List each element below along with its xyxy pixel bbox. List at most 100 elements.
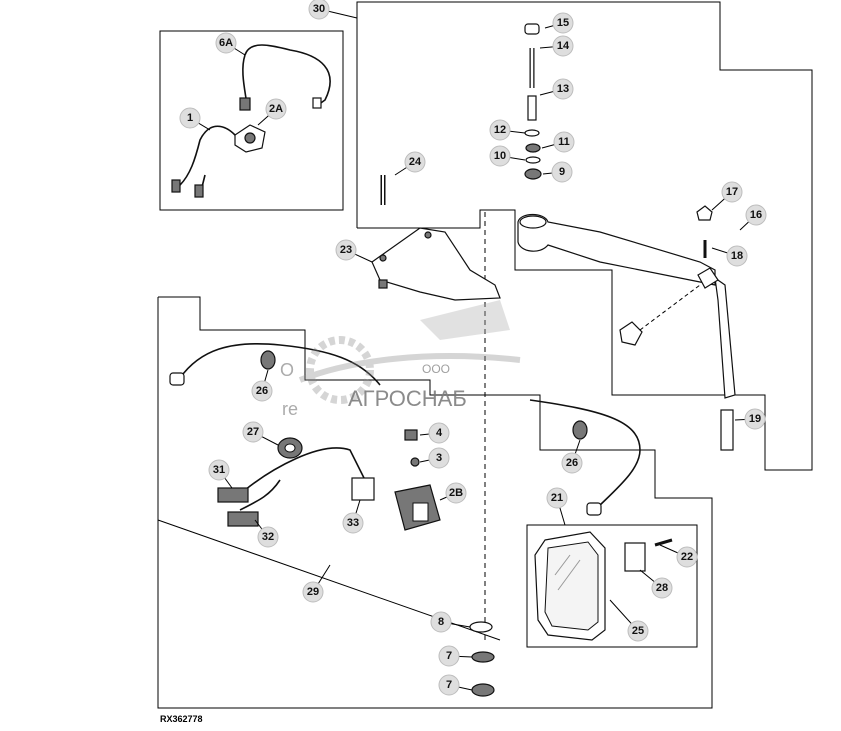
callout-circle (445, 482, 467, 504)
cap-15 (524, 23, 540, 35)
plug-26-right (586, 502, 602, 516)
callout-label: 7 (446, 650, 452, 662)
bracket-28 (624, 542, 646, 572)
nut-11 (525, 143, 541, 153)
callout-label: 4 (436, 427, 443, 439)
frame-30 (356, 1, 813, 471)
connector-32 (227, 511, 259, 527)
clamp-16 (697, 267, 719, 289)
callout-label: 28 (656, 582, 668, 594)
callout-circle (179, 107, 201, 129)
harness-32-wire (239, 479, 281, 511)
callout-label: 23 (340, 244, 352, 256)
callout-circle (342, 512, 364, 534)
connector-1b (194, 184, 204, 198)
screw-3 (410, 457, 420, 467)
callout-circle (430, 611, 452, 633)
callout-circle (744, 408, 766, 430)
callout-circle (745, 204, 767, 226)
callout-label: 6A (219, 37, 233, 49)
watermark (298, 300, 521, 404)
watermark-partial-1: О (280, 360, 294, 380)
callout-circle (676, 546, 698, 568)
callout-circle (404, 151, 426, 173)
harness-31-wire (244, 447, 366, 491)
callout-circle (308, 0, 330, 20)
callout-circle (428, 422, 450, 444)
arm-16-vertical (714, 276, 736, 399)
callout-label: 30 (313, 3, 325, 15)
screw-22 (654, 538, 673, 547)
callout-circle (627, 620, 649, 642)
switch-2a-knob (244, 132, 256, 144)
pin-13 (527, 95, 537, 121)
callout-label: 2B (449, 487, 463, 499)
callout-label: 16 (750, 209, 762, 221)
callout-label: 26 (256, 385, 268, 397)
callout-label: 9 (559, 166, 565, 178)
callout-circle (215, 32, 237, 54)
connector-1a (171, 179, 181, 193)
connector-6a (239, 97, 251, 111)
callout-label: 31 (213, 464, 225, 476)
washer-8 (469, 621, 493, 633)
callout-label: 1 (187, 112, 193, 124)
nut-9 (524, 168, 542, 180)
callout-circle (552, 12, 574, 34)
callout-circle (428, 447, 450, 469)
callout-label: 26 (566, 457, 578, 469)
callout-circle (242, 421, 264, 443)
callout-circle (546, 487, 568, 509)
arm-16 (517, 213, 716, 286)
callout-label: 12 (494, 124, 506, 136)
callout-circle (726, 245, 748, 267)
relay-33 (351, 477, 375, 501)
callout-label: 2A (269, 103, 283, 115)
bracket-23 (371, 227, 501, 301)
nut-17 (696, 205, 713, 221)
connector-31 (217, 487, 249, 503)
callout-circle (265, 98, 287, 120)
callout-circle (561, 452, 583, 474)
callout-circle (438, 645, 460, 667)
callout-circle (489, 119, 511, 141)
plug-26-left (169, 372, 185, 386)
callout-circle (208, 459, 230, 481)
washer-7a (471, 651, 495, 663)
callout-label: 7 (446, 679, 452, 691)
washer-12 (524, 129, 540, 137)
callouts: 12A2B346A7789101112131415161718192122232… (179, 0, 767, 696)
callout-label: 10 (494, 150, 506, 162)
washer-7b (471, 683, 495, 697)
callout-label: 15 (557, 17, 569, 29)
callout-circle (257, 526, 279, 548)
frame-21 (526, 524, 698, 648)
callout-circle (552, 35, 574, 57)
harness-1-wire (179, 125, 236, 186)
callout-circle (489, 145, 511, 167)
callout-circle (721, 181, 743, 203)
callout-circle (553, 131, 575, 153)
callout-label: 24 (409, 156, 422, 168)
frame-29 (157, 296, 713, 709)
callout-label: 13 (557, 83, 569, 95)
washer-10 (525, 156, 541, 164)
cable-26-right (529, 399, 641, 511)
callout-label: 32 (262, 531, 274, 543)
callout-label: 21 (551, 492, 563, 504)
grommet-26-right (572, 420, 588, 440)
watermark-name: АГРОСНАБ (348, 386, 467, 411)
frame-harness (159, 30, 344, 211)
callout-label: 17 (726, 186, 738, 198)
callout-label: 25 (632, 625, 644, 637)
sleeve-19 (720, 409, 734, 451)
knob-16 (619, 321, 643, 346)
callout-circle (651, 577, 673, 599)
grommet-26-left (260, 350, 276, 370)
harness-6a-wire (244, 44, 331, 106)
callout-circle (552, 78, 574, 100)
callout-label: 14 (557, 40, 570, 52)
callout-label: 8 (438, 616, 444, 628)
callout-label: 33 (347, 517, 359, 529)
